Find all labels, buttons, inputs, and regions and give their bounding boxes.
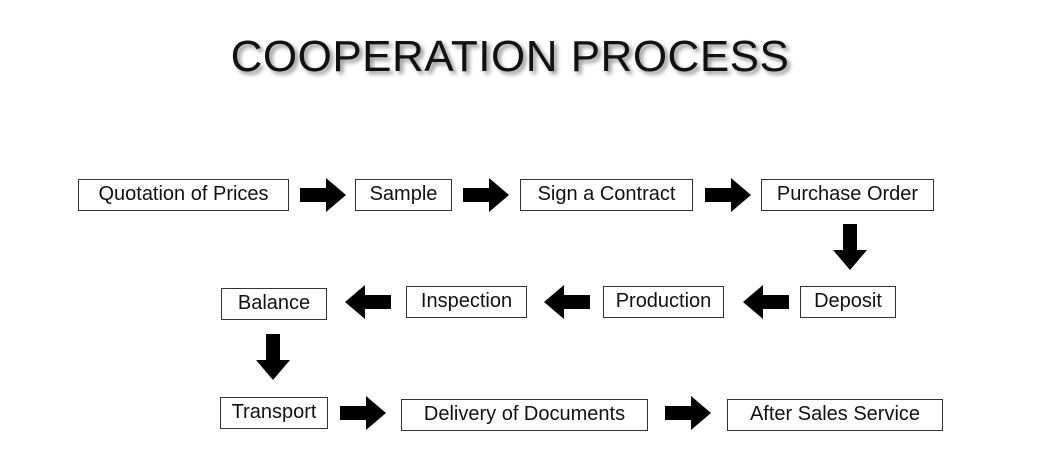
step-balance: Balance xyxy=(221,288,327,320)
arrow-left-icon xyxy=(345,285,391,319)
step-sign-a-contract: Sign a Contract xyxy=(520,179,693,211)
step-purchase-order: Purchase Order xyxy=(761,179,934,211)
step-delivery-of-documents: Delivery of Documents xyxy=(401,399,648,431)
arrow-down-icon xyxy=(833,224,867,270)
page-title: COOPERATION PROCESS xyxy=(230,32,790,81)
step-after-sales-service: After Sales Service xyxy=(727,399,943,431)
arrow-right-icon xyxy=(340,396,386,430)
step-transport: Transport xyxy=(220,397,328,429)
step-quotation-of-prices: Quotation of Prices xyxy=(78,179,289,211)
arrow-right-icon xyxy=(463,178,509,212)
arrow-down-icon xyxy=(256,334,290,380)
step-sample: Sample xyxy=(355,179,452,211)
arrow-right-icon xyxy=(665,396,711,430)
step-deposit: Deposit xyxy=(800,286,896,318)
arrow-right-icon xyxy=(300,178,346,212)
arrow-left-icon xyxy=(544,285,590,319)
step-inspection: Inspection xyxy=(406,286,527,318)
arrow-left-icon xyxy=(743,285,789,319)
step-production: Production xyxy=(603,286,724,318)
arrow-right-icon xyxy=(705,178,751,212)
